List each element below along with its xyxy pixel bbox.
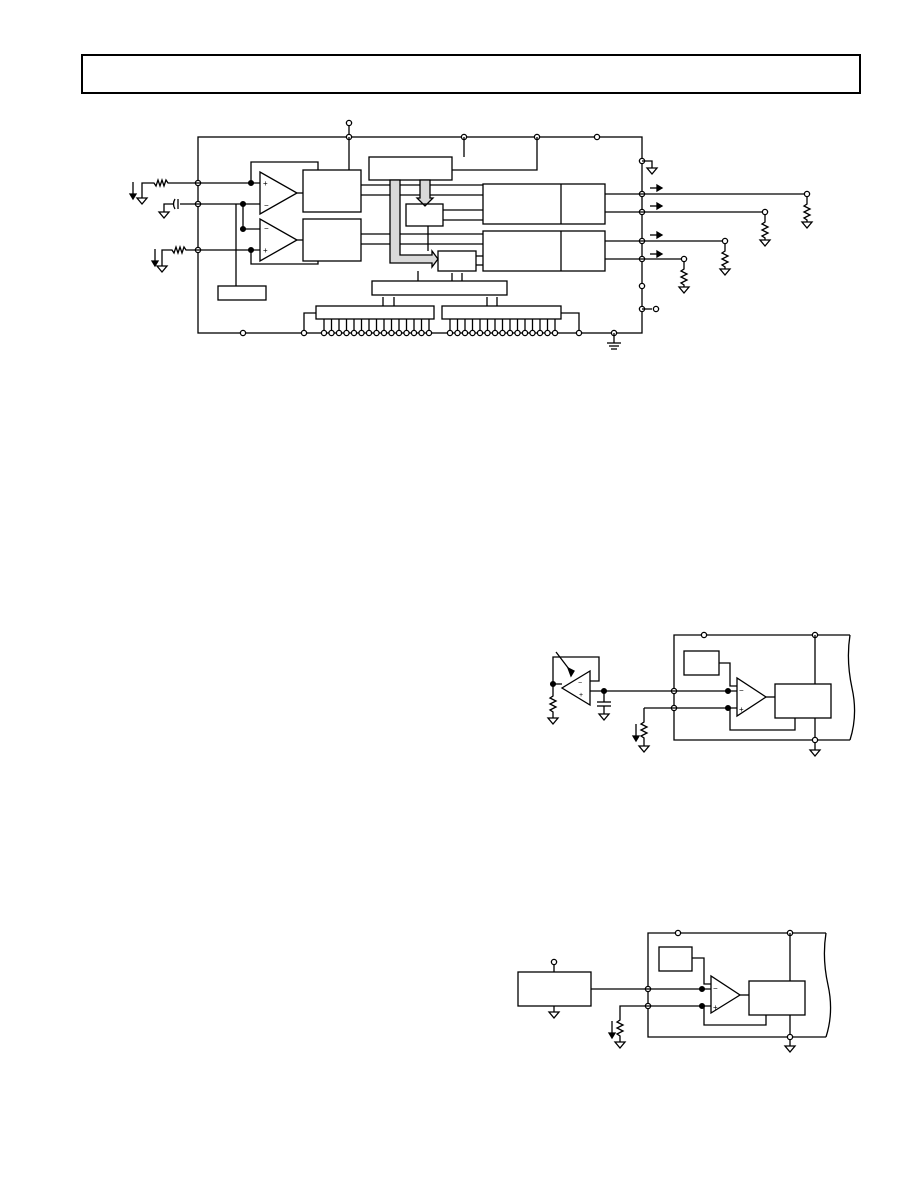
- load-resistor-2: [760, 215, 770, 240]
- ground-symbol: [157, 211, 171, 220]
- ground-symbol: [645, 167, 659, 176]
- digital-pin: [328, 329, 335, 337]
- digital-pin: [506, 329, 514, 337]
- svg-text:+: +: [713, 1003, 718, 1012]
- digital-pin: [320, 329, 328, 337]
- svg-text:+: +: [579, 692, 583, 699]
- photodiode-load-resistor: [548, 684, 558, 718]
- digital-pin: [551, 329, 559, 337]
- data-bus-narrow: [415, 179, 435, 207]
- digital-pin: [380, 329, 388, 337]
- shift-register-1: [315, 305, 435, 320]
- ground-symbol: [135, 197, 149, 206]
- ground-symbol: [155, 265, 169, 274]
- svg-text:−: −: [739, 686, 744, 695]
- digital-pin: [484, 329, 491, 337]
- latch-block-1: [405, 203, 444, 227]
- reference-block: [683, 650, 720, 676]
- svg-text:+: +: [739, 705, 744, 714]
- control-register: [368, 156, 453, 181]
- supply-pin-top: [345, 119, 353, 127]
- digital-pin: [454, 329, 461, 337]
- input-resistor-2: [161, 244, 198, 266]
- adc-block: [748, 980, 806, 1016]
- digital-pin: [521, 329, 529, 337]
- digital-pin: [469, 329, 476, 337]
- internal-op-amp: [710, 974, 742, 1015]
- digital-pin: [491, 329, 499, 337]
- op-amp-1: [259, 170, 299, 216]
- digital-pin: [461, 329, 469, 337]
- digital-pin: [536, 329, 544, 337]
- svg-text:−: −: [713, 984, 718, 993]
- reference-block: [217, 285, 267, 301]
- converter-block-1: [302, 169, 362, 213]
- adc-block: [774, 683, 832, 719]
- output-block-1: [482, 183, 606, 225]
- digital-input-pins-1: [320, 319, 433, 337]
- header-box: [81, 54, 861, 94]
- control-logic-block: [371, 280, 508, 296]
- output-block-2: [482, 230, 606, 272]
- digital-pin: [373, 329, 380, 337]
- shift-register-2: [441, 305, 562, 320]
- chip-outline: [197, 136, 643, 334]
- photodiode-input-circuit: − +: [546, 631, 856, 758]
- digital-pin: [395, 329, 403, 337]
- break-edge: [847, 634, 856, 741]
- reference-block: [658, 946, 693, 972]
- digital-pin: [544, 329, 551, 337]
- digital-pin: [514, 329, 521, 337]
- digital-pin: [388, 329, 395, 337]
- input-resistor-1: [141, 177, 198, 198]
- data-bus-wide: [389, 179, 439, 269]
- load-resistor-1: [802, 197, 812, 222]
- bias-resistor: [615, 1005, 648, 1042]
- bias-resistor: [639, 708, 649, 746]
- voltage-source-input-circuit: [517, 929, 832, 1054]
- digital-pin: [529, 329, 536, 337]
- load-resistor-3: [720, 244, 730, 269]
- digital-pin: [499, 329, 506, 337]
- digital-pin: [410, 329, 418, 337]
- converter-block-2: [302, 218, 362, 262]
- svg-text:+: +: [263, 246, 268, 255]
- svg-text:+: +: [263, 179, 268, 188]
- digital-pin: [418, 329, 425, 337]
- digital-pin: [335, 329, 343, 337]
- latch-block-2: [437, 250, 477, 272]
- photodiode-amplifier: [560, 669, 591, 707]
- digital-pin: [343, 329, 350, 337]
- digital-pin: [365, 329, 373, 337]
- load-resistor-4: [679, 262, 689, 287]
- break-edge: [823, 932, 832, 1038]
- sensor-source-block: [517, 971, 592, 1007]
- digital-pin: [446, 329, 454, 337]
- digital-pin: [403, 329, 410, 337]
- digital-pin: [358, 329, 365, 337]
- digital-pin: [350, 329, 358, 337]
- internal-op-amp: [736, 676, 768, 718]
- digital-pin: [476, 329, 484, 337]
- svg-text:−: −: [264, 201, 269, 210]
- digital-input-pins-2: [446, 319, 559, 337]
- op-amp-2: [259, 217, 299, 263]
- digital-pin: [425, 329, 433, 337]
- svg-text:−: −: [578, 680, 582, 687]
- functional-block-diagram: [128, 119, 814, 350]
- svg-text:−: −: [264, 224, 269, 233]
